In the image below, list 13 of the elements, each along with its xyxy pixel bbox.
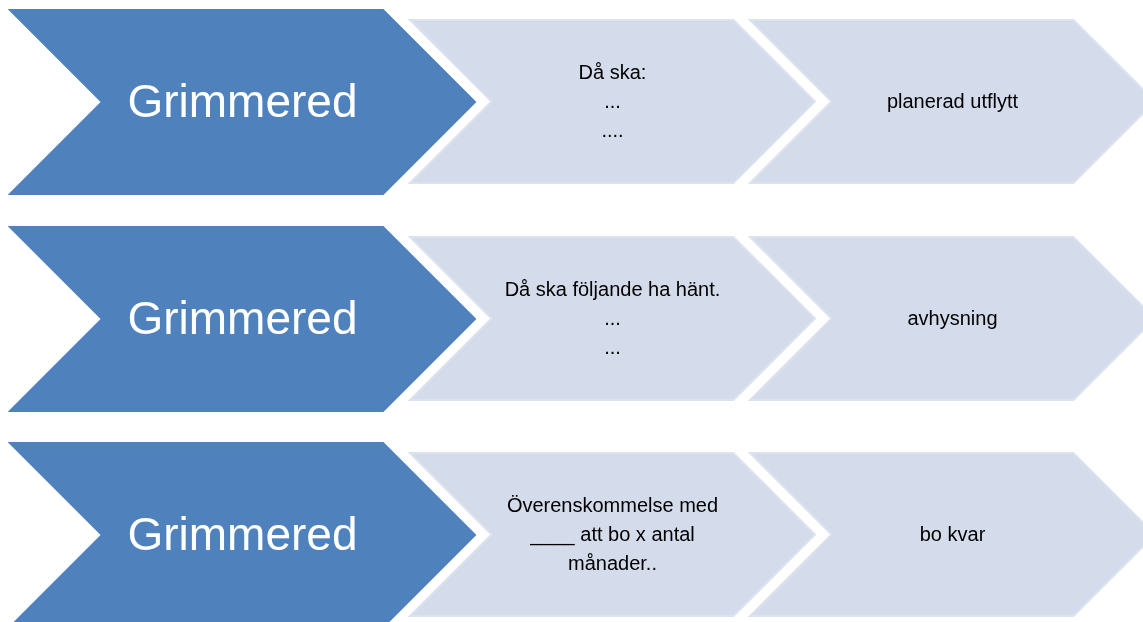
step-text: ... — [604, 306, 621, 331]
step-text: Överenskommelse med ____ att bo x antal månader.. — [505, 493, 720, 576]
stage-title: Grimmered — [127, 74, 358, 130]
step-text: planerad utflytt — [886, 89, 1019, 114]
step-text: ... — [604, 335, 621, 360]
stage-title: Grimmered — [127, 507, 358, 563]
step-text: .... — [601, 118, 624, 143]
step-text: Då ska: — [578, 60, 647, 85]
step-text: Då ska följande ha hänt. — [504, 277, 721, 302]
step-text: ... — [604, 89, 621, 114]
stage-title: Grimmered — [127, 291, 358, 347]
step-text: bo kvar — [919, 522, 986, 547]
step-text: avhysning — [907, 306, 998, 331]
